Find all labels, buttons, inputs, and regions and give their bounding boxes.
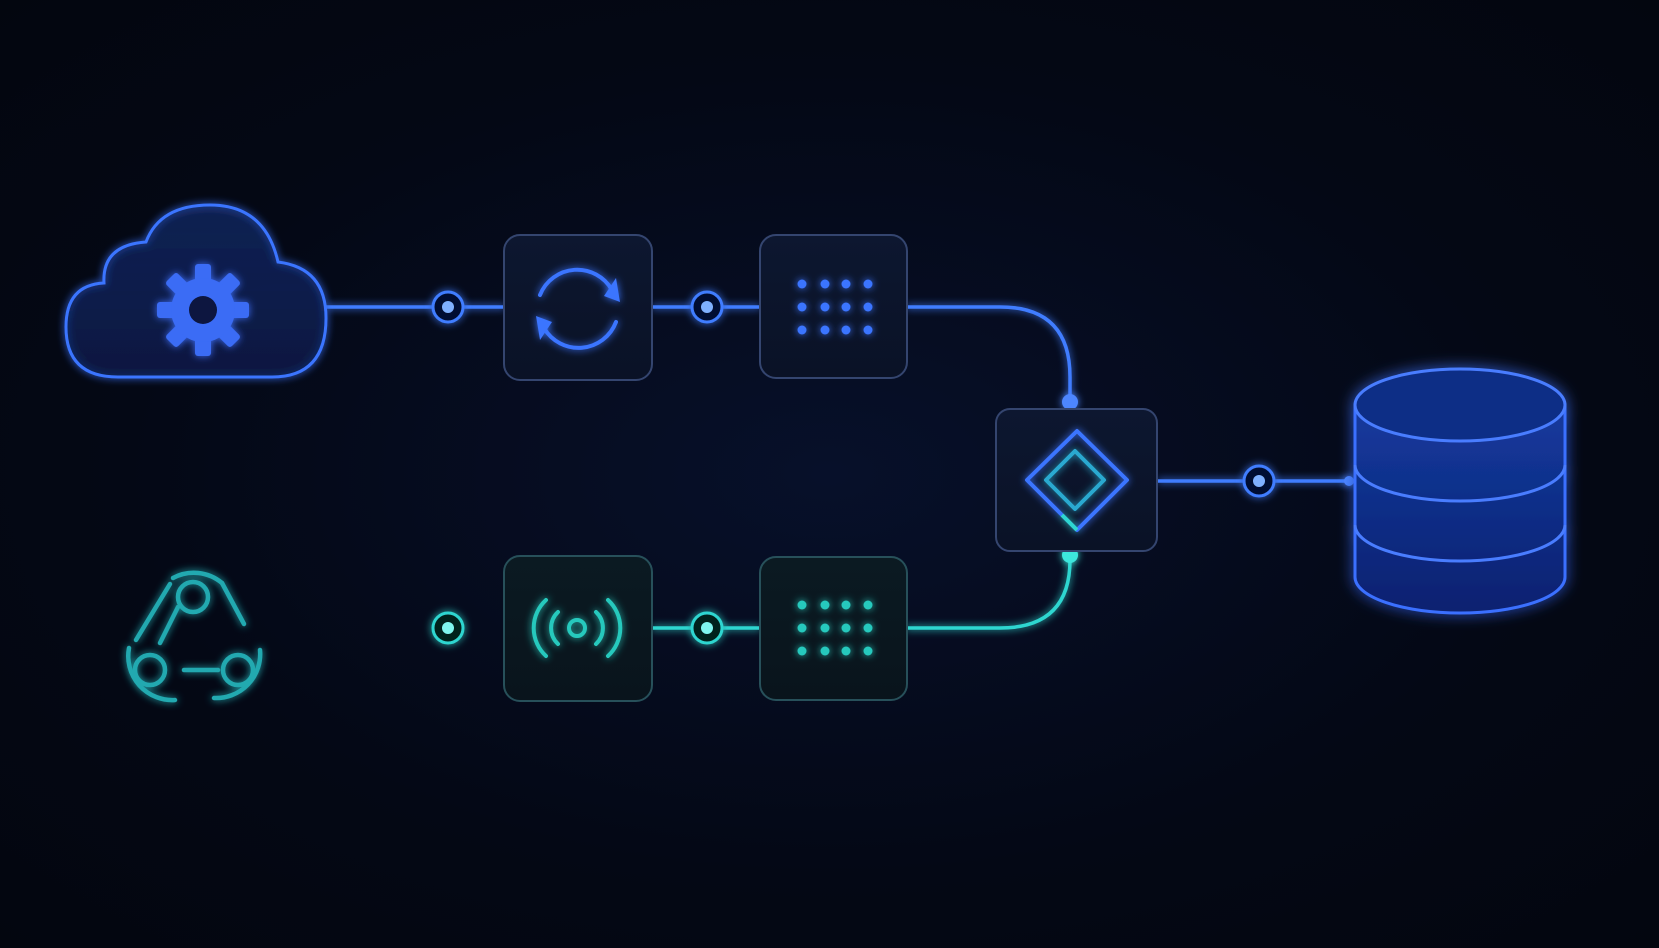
junction-dot-upper-1[interactable] bbox=[431, 290, 465, 324]
broadcast-box bbox=[503, 555, 653, 702]
grid-box-lower bbox=[759, 556, 908, 701]
grid-node-upper[interactable] bbox=[759, 234, 908, 379]
grid-box-upper bbox=[759, 234, 908, 379]
dot-grid-icon bbox=[797, 279, 873, 335]
merge-input-dot-upper bbox=[1062, 394, 1078, 410]
junction-dots bbox=[431, 290, 1354, 645]
edge-grid-merge bbox=[906, 305, 1072, 402]
junction-dot-upper-2[interactable] bbox=[690, 290, 724, 324]
edge-grid-merge-lower bbox=[906, 555, 1072, 630]
broadcast-node[interactable] bbox=[503, 555, 653, 702]
merge-box bbox=[995, 408, 1158, 552]
merge-node[interactable] bbox=[995, 408, 1158, 552]
grid-node-lower[interactable] bbox=[759, 556, 908, 701]
webhook-node[interactable] bbox=[126, 570, 263, 703]
cloud-node[interactable] bbox=[64, 203, 328, 379]
sync-box bbox=[503, 234, 653, 381]
database-input-dot bbox=[1344, 476, 1354, 486]
lower-connectors bbox=[240, 555, 1072, 630]
junction-dot-lower-1[interactable] bbox=[431, 611, 465, 645]
database-icon bbox=[1353, 367, 1567, 615]
gear-icon bbox=[157, 264, 249, 356]
junction-dot-output[interactable] bbox=[1242, 464, 1276, 498]
dot-grid-icon-lower bbox=[797, 600, 873, 656]
broadcast-icon bbox=[531, 598, 623, 658]
database-node[interactable] bbox=[1353, 367, 1567, 615]
sync-icon bbox=[536, 267, 620, 350]
diamond-merge-icon bbox=[1025, 429, 1129, 532]
webhook-icon bbox=[126, 570, 263, 703]
junction-dot-lower-2[interactable] bbox=[690, 611, 724, 645]
sync-node[interactable] bbox=[503, 234, 653, 381]
